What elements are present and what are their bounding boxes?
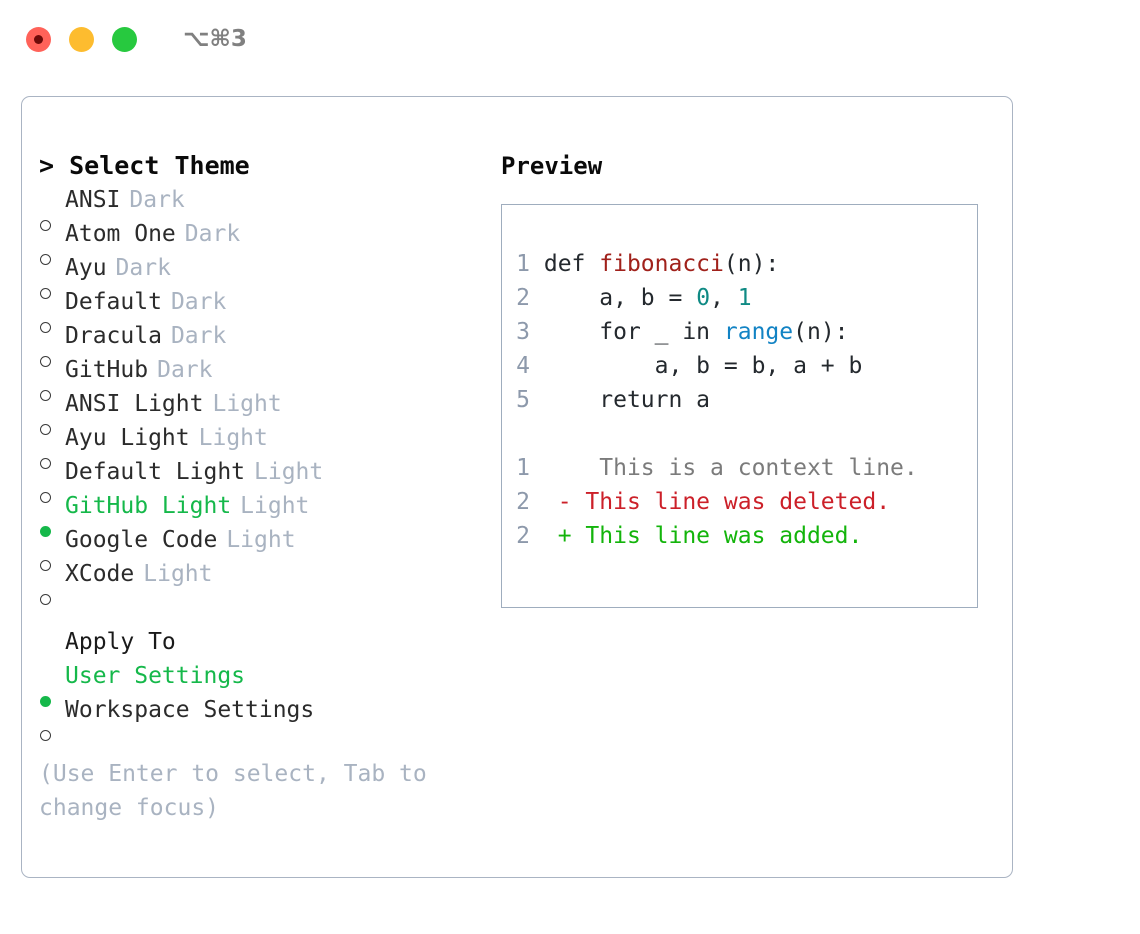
theme-variant-tag: Light [254,459,324,485]
theme-variant-tag: Light [212,391,282,417]
theme-item-9[interactable]: GitHub Light Light [39,489,509,537]
theme-item-label: ANSI [65,187,121,213]
theme-item-label: Google Code [65,527,218,553]
theme-item-label: Default Light [65,459,246,485]
diff-text: This line was deleted. [571,489,891,515]
theme-variant-tag: Light [143,561,213,587]
keyboard-hint-text: (Use Enter to select, Tab to change focu… [39,761,427,821]
theme-item-11[interactable]: XCode Light [39,557,509,605]
line-number: 2 [516,489,530,515]
theme-item-8[interactable]: Default Light Light [39,455,509,503]
code-token: , [710,285,738,311]
line-number: 1 [516,455,530,481]
diff-line-context: 1 This is a context line. [516,451,918,485]
minimize-button-icon[interactable] [69,26,94,52]
theme-item-label: Dracula [65,323,162,349]
diff-marker [558,455,572,481]
theme-item-label: GitHub Light [65,493,232,519]
code-line: 3 for _ in range(n): [516,315,918,349]
theme-item-4[interactable]: Dracula Dark [39,319,509,367]
preview-column: Preview 1 def fibonacci(n):2 a, b = 0, 1… [501,149,1001,608]
apply-item-label: User Settings [65,663,246,689]
code-line: 4 a, b = b, a + b [516,349,918,383]
theme-item-7[interactable]: Ayu Light Light [39,421,509,469]
theme-item-label: Ayu [65,255,107,281]
code-diff-separator [516,417,918,451]
apply-item-0[interactable]: User Settings [39,659,509,707]
code-line: 2 a, b = 0, 1 [516,281,918,315]
apply-to-header: Apply To [65,629,176,655]
theme-variant-tag: Light [226,527,296,553]
code-token: a, b = b, a + b [543,353,863,379]
theme-item-label: XCode [65,561,135,587]
zoom-button-icon[interactable] [112,26,137,52]
diff-text: This line was added. [571,523,863,549]
preview-title: Preview [501,152,603,180]
theme-item-10[interactable]: Google Code Light [39,523,509,571]
theme-variant-tag: Light [198,425,268,451]
theme-item-6[interactable]: ANSI Light Light [39,387,509,435]
theme-variant-tag: Dark [115,255,171,281]
close-button-icon[interactable] [26,26,51,52]
theme-variant-tag: Dark [184,221,241,247]
theme-item-label: GitHub [65,357,149,383]
theme-item-0[interactable]: ANSI Dark [39,183,509,231]
keyboard-shortcut-label: ⌥⌘3 [183,26,247,52]
theme-variant-tag: Dark [129,187,185,213]
diff-line-deleted: 2 - This line was deleted. [516,485,918,519]
code-token: range [723,319,794,345]
code-token: fibonacci [599,251,724,277]
theme-item-2[interactable]: Ayu Dark [39,251,509,299]
theme-variant-tag: Dark [170,289,227,315]
apply-item-1[interactable]: Workspace Settings [39,693,509,741]
code-line: 5 return a [516,383,918,417]
line-number: 2 [516,285,530,311]
line-number: 4 [516,353,530,379]
theme-item-label: Ayu Light [65,425,190,451]
line-number: 3 [516,319,530,345]
code-line: 1 def fibonacci(n): [516,247,918,281]
theme-variant-tag: Dark [157,357,213,383]
theme-item-label: ANSI Light [65,391,204,417]
code-token: return a [543,387,711,413]
code-token: (n): [793,319,849,345]
line-number: 5 [516,387,530,413]
line-number: 1 [516,251,530,277]
code-token: 0 [696,285,711,311]
theme-item-label: Atom One [65,221,176,247]
code-token: def [543,251,600,277]
apply-item-label: Workspace Settings [65,697,315,723]
diff-text: This is a context line. [571,455,918,481]
code-token: 1 [737,285,752,311]
line-number: 2 [516,523,530,549]
theme-item-1[interactable]: Atom One Dark [39,217,509,265]
diff-line-added: 2 + This line was added. [516,519,918,553]
window-controls [26,26,137,52]
theme-item-3[interactable]: Default Dark [39,285,509,333]
code-token: a, b = [543,285,697,311]
theme-item-label: Default [65,289,162,315]
diff-marker: + [557,523,572,549]
list-spacer [39,591,509,625]
diff-marker: - [557,489,572,515]
theme-variant-tag: Light [240,493,310,519]
select-theme-header: > Select Theme [39,151,250,180]
code-token: for _ in [543,319,724,345]
theme-item-5[interactable]: GitHub Dark [39,353,509,401]
titlebar: ⌥⌘3 [0,0,1140,78]
code-token: (n): [723,251,780,277]
theme-variant-tag: Dark [170,323,227,349]
